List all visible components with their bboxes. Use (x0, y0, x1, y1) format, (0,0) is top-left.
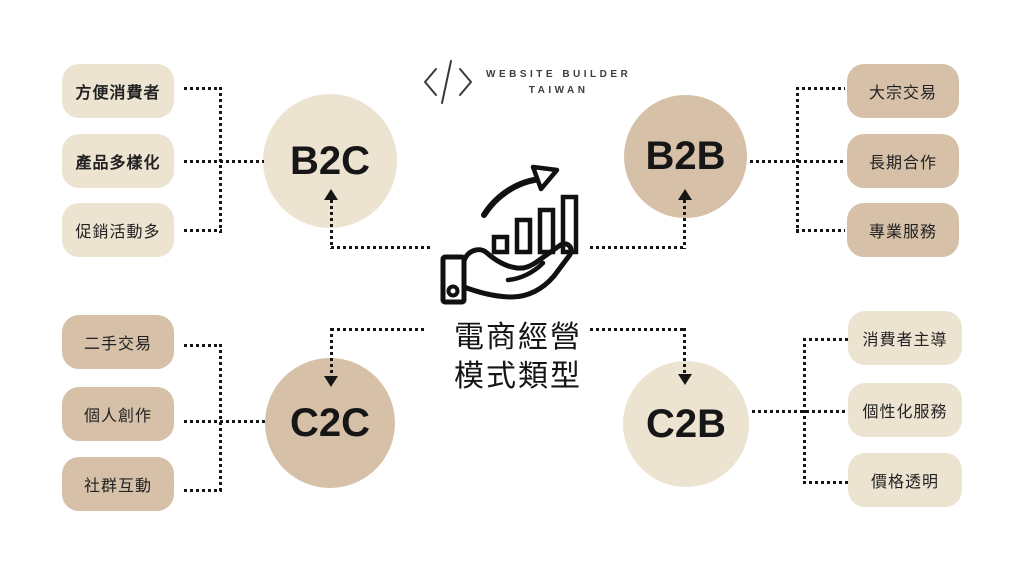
logo-name-line2: TAIWAN (528, 84, 589, 96)
dotted-connector (219, 344, 222, 492)
page-title-line1: 電商經營 (454, 321, 582, 354)
node-label: C2C (289, 400, 371, 445)
dotted-connector (803, 338, 848, 341)
feature-pill-b2c-2: 產品多樣化 (62, 134, 174, 188)
dotted-connector (752, 410, 848, 413)
feature-pill-label: 消費者主導 (862, 332, 948, 349)
feature-pill-label: 長期合作 (868, 155, 937, 172)
feature-pill-c2b-3: 價格透明 (848, 453, 962, 507)
feature-pill-b2b-2: 長期合作 (847, 134, 959, 188)
feature-pill-label: 個人創作 (83, 408, 152, 425)
dotted-connector (803, 338, 806, 484)
node-label: B2B (645, 134, 726, 178)
dotted-connector (590, 328, 685, 331)
feature-pill-label: 方便消費者 (75, 85, 161, 102)
code-slash-icon (424, 60, 472, 104)
feature-pill-label: 社群互動 (83, 478, 152, 495)
dotted-connector (331, 246, 430, 249)
feature-pill-c2c-3: 社群互動 (62, 457, 174, 511)
page-title-line2: 模式類型 (454, 360, 582, 393)
dotted-connector (219, 87, 222, 233)
dotted-connector (590, 246, 685, 249)
dotted-connector (683, 200, 686, 249)
feature-pill-c2b-2: 個性化服務 (848, 383, 962, 437)
arrowhead-up-icon (678, 189, 692, 200)
dotted-connector (184, 344, 222, 347)
feature-pill-c2c-2: 個人創作 (62, 387, 174, 441)
dotted-connector (184, 229, 222, 232)
feature-pill-label: 大宗交易 (868, 85, 937, 102)
dotted-connector (184, 489, 222, 492)
feature-pill-c2b-1: 消費者主導 (848, 311, 962, 365)
page-title: 電商經營 模式類型 (418, 318, 618, 396)
arrowhead-down-icon (324, 376, 338, 387)
dotted-connector (796, 229, 845, 232)
arrowhead-up-icon (324, 189, 338, 200)
feature-pill-label: 價格透明 (870, 474, 939, 491)
feature-pill-b2c-1: 方便消費者 (62, 64, 174, 118)
dotted-connector (796, 87, 845, 90)
dotted-connector (796, 87, 799, 233)
node-label: C2B (645, 401, 727, 446)
feature-pill-c2c-1: 二手交易 (62, 315, 174, 369)
hand-holding-growth-chart-icon (440, 155, 590, 305)
logo-name-line1: WEBSITE BUILDER (486, 68, 632, 80)
feature-pill-label: 個性化服務 (862, 404, 948, 421)
dotted-connector (330, 200, 333, 249)
feature-pill-b2b-3: 專業服務 (847, 203, 959, 257)
dotted-connector (803, 481, 848, 484)
dotted-connector (330, 328, 333, 376)
dotted-connector (184, 87, 222, 90)
feature-pill-label: 專業服務 (868, 224, 937, 241)
dotted-connector (184, 160, 264, 163)
feature-pill-label: 產品多樣化 (75, 155, 161, 172)
feature-pill-label: 二手交易 (83, 336, 152, 353)
feature-pill-b2c-3: 促銷活動多 (62, 203, 174, 257)
arrowhead-down-icon (678, 374, 692, 385)
dotted-connector (184, 420, 266, 423)
logo: WEBSITE BUILDER TAIWAN (420, 58, 631, 106)
node-label: B2C (289, 138, 371, 183)
feature-pill-label: 促銷活動多 (75, 224, 161, 241)
dotted-connector (683, 328, 686, 374)
feature-pill-b2b-1: 大宗交易 (847, 64, 959, 118)
dotted-connector (331, 328, 427, 331)
